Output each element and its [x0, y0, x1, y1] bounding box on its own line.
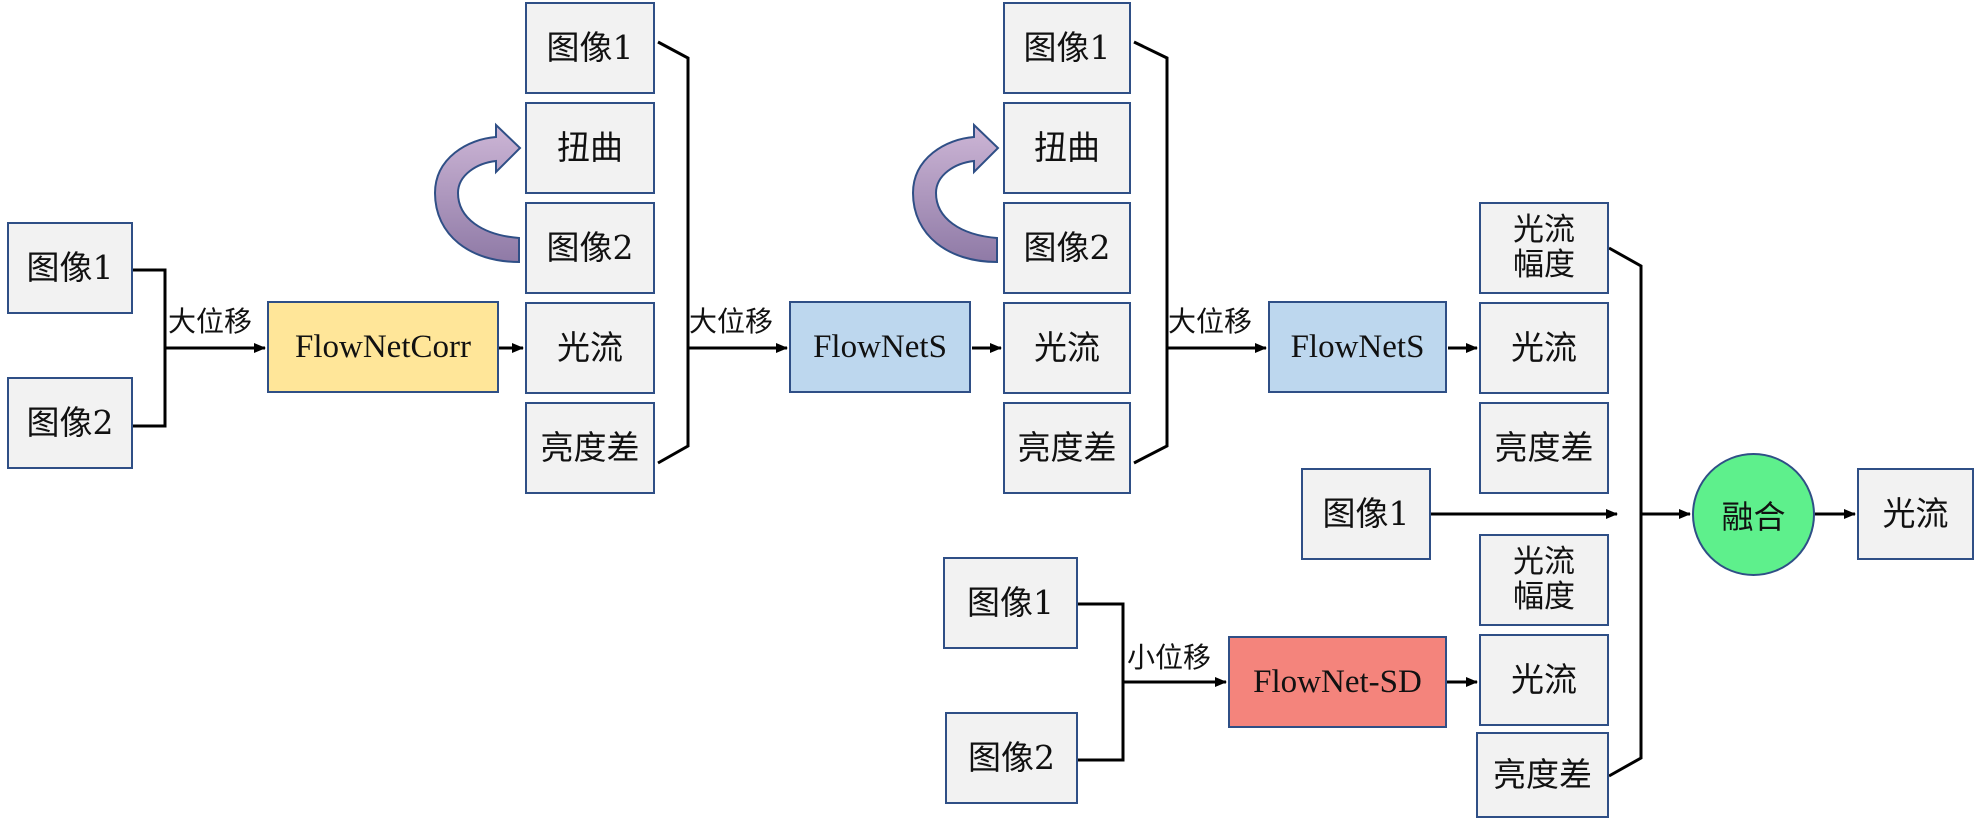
flownets-block-2: FlowNetS — [1268, 301, 1447, 393]
stage3-flow-box: 光流 — [1479, 302, 1609, 394]
flownets-block-1: FlowNetS — [789, 301, 971, 393]
merge-line-small — [1078, 602, 1125, 762]
bracket-lower-group — [1608, 514, 1643, 778]
warp-arrow-2 — [911, 122, 1000, 264]
sd-flow-magnitude-line1: 光流 — [1513, 544, 1575, 581]
merge-line-stage2 — [657, 40, 690, 465]
stage2-brightness-diff-box: 亮度差 — [1003, 402, 1131, 494]
merge-line-stage3 — [1133, 40, 1169, 465]
sd-brightness-diff-box: 亮度差 — [1476, 732, 1609, 818]
warp-arrow-1 — [433, 122, 522, 264]
stage2-flow-box: 光流 — [1003, 302, 1131, 394]
stage3-flow-magnitude-box: 光流 幅度 — [1479, 202, 1609, 294]
stage2-image1-box: 图像1 — [1003, 2, 1131, 94]
stage1-image2-box: 图像2 — [525, 202, 655, 294]
output-flow-box: 光流 — [1857, 468, 1974, 560]
large-displacement-label-1: 大位移 — [168, 305, 253, 338]
input-image2-box: 图像2 — [7, 377, 133, 469]
large-displacement-label-2: 大位移 — [689, 305, 774, 338]
large-displacement-label-3: 大位移 — [1168, 305, 1253, 338]
stage2-image2-box: 图像2 — [1003, 202, 1131, 294]
flownet-sd-block: FlowNet-SD — [1228, 636, 1447, 728]
sd-flow-box: 光流 — [1479, 634, 1609, 726]
stage1-warp-box: 扭曲 — [525, 102, 655, 194]
sd-flow-magnitude-line2: 幅度 — [1513, 579, 1575, 615]
fusion-node: 融合 — [1692, 453, 1815, 576]
flow-magnitude-line2: 幅度 — [1513, 247, 1575, 283]
bracket-upper-group — [1608, 246, 1643, 514]
fusion-image1-box: 图像1 — [1301, 468, 1431, 560]
flow-magnitude-line1: 光流 — [1513, 212, 1575, 249]
stage1-flow-box: 光流 — [525, 302, 655, 394]
input-image1-box: 图像1 — [7, 222, 133, 314]
stage2-warp-box: 扭曲 — [1003, 102, 1131, 194]
sd-input-image2-box: 图像2 — [945, 712, 1078, 804]
stage1-image1-box: 图像1 — [525, 2, 655, 94]
sd-input-image1-box: 图像1 — [943, 557, 1078, 649]
flownetcorr-block: FlowNetCorr — [267, 301, 499, 393]
small-displacement-label: 小位移 — [1127, 641, 1212, 674]
sd-flow-magnitude-box: 光流 幅度 — [1479, 534, 1609, 626]
stage1-brightness-diff-box: 亮度差 — [525, 402, 655, 494]
merge-line-input — [133, 268, 167, 428]
stage3-brightness-diff-box: 亮度差 — [1479, 402, 1609, 494]
